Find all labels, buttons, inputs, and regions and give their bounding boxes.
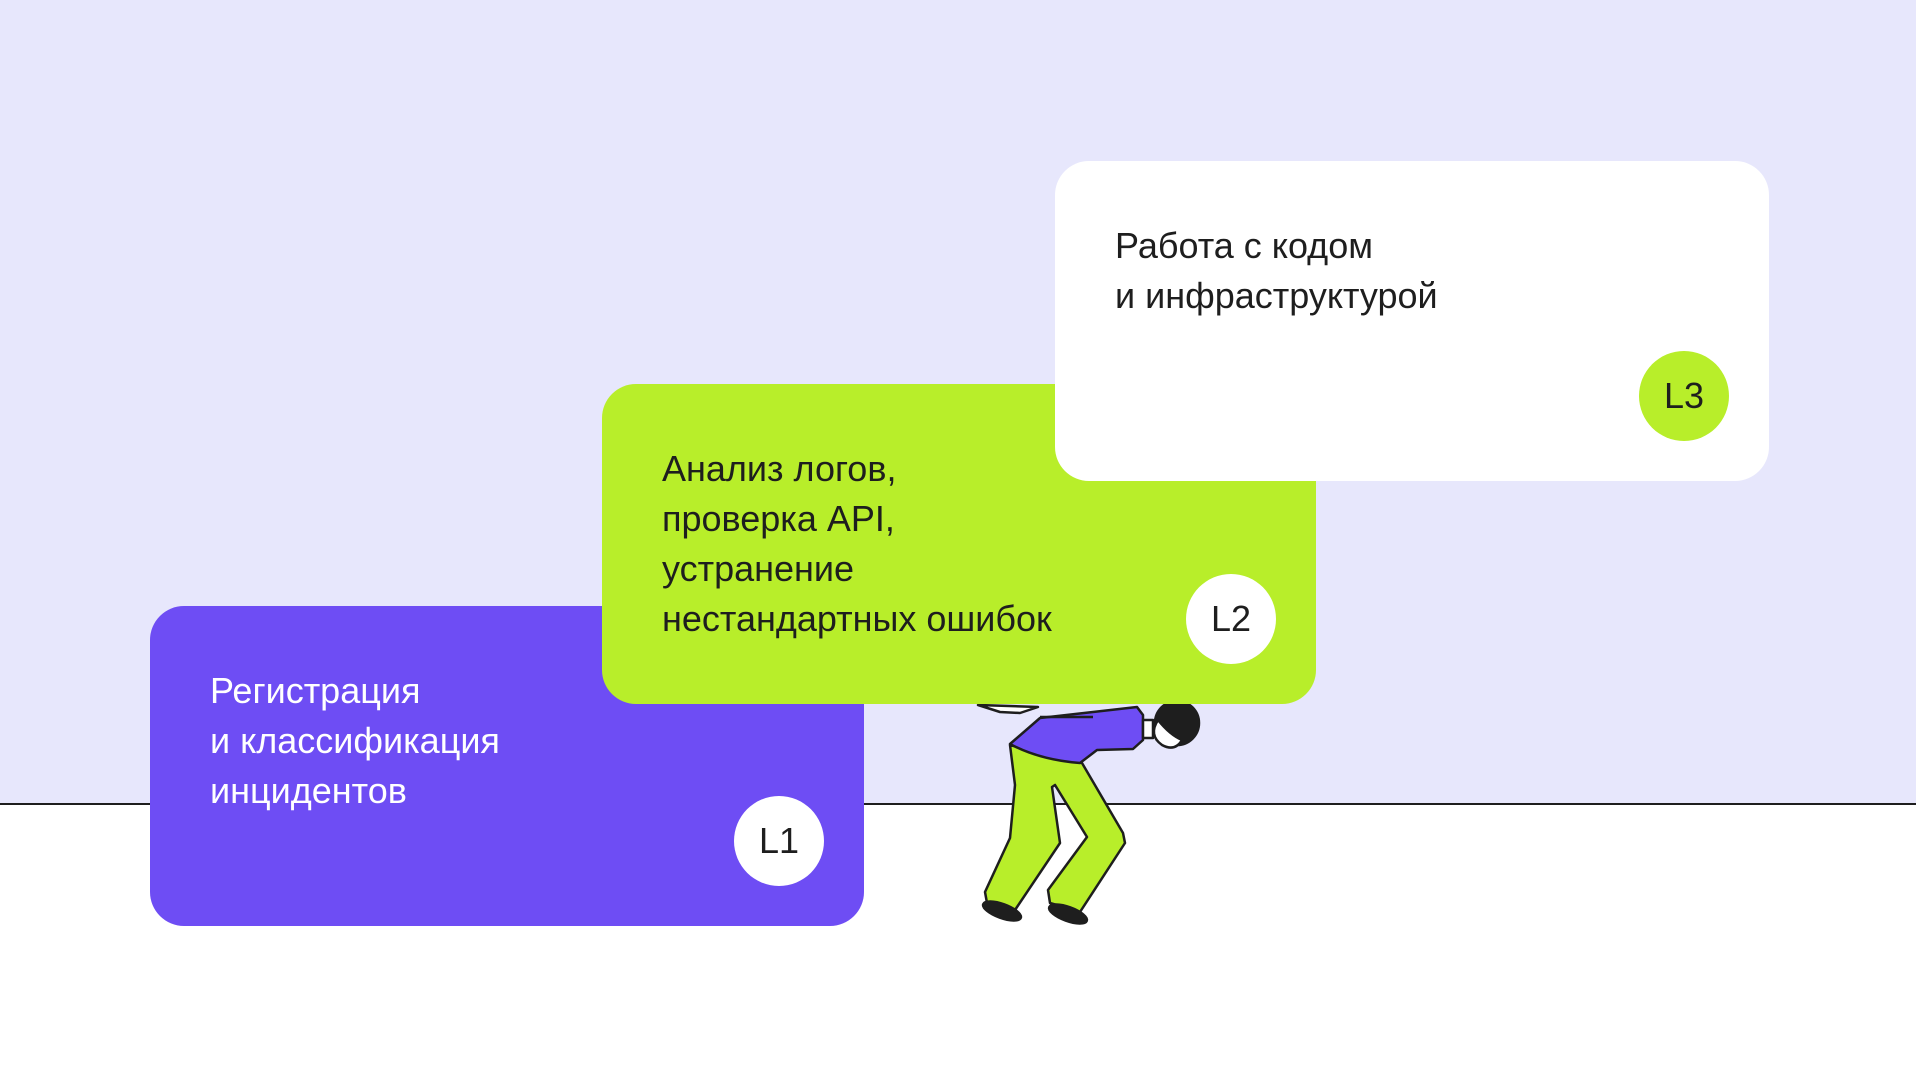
level-card-l3: Работа с кодом и инфраструктурой L3 bbox=[1055, 161, 1769, 481]
level-description: Работа с кодом и инфраструктурой bbox=[1115, 225, 1438, 316]
level-badge: L3 bbox=[1639, 351, 1729, 441]
ground-line bbox=[0, 803, 1916, 805]
level-badge: L2 bbox=[1186, 574, 1276, 664]
person-illustration bbox=[960, 690, 1220, 940]
level-badge: L1 bbox=[734, 796, 824, 886]
level-description: Регистрация и классификация инцидентов bbox=[210, 670, 500, 811]
level-description: Анализ логов, проверка API, устранение н… bbox=[662, 448, 1052, 639]
